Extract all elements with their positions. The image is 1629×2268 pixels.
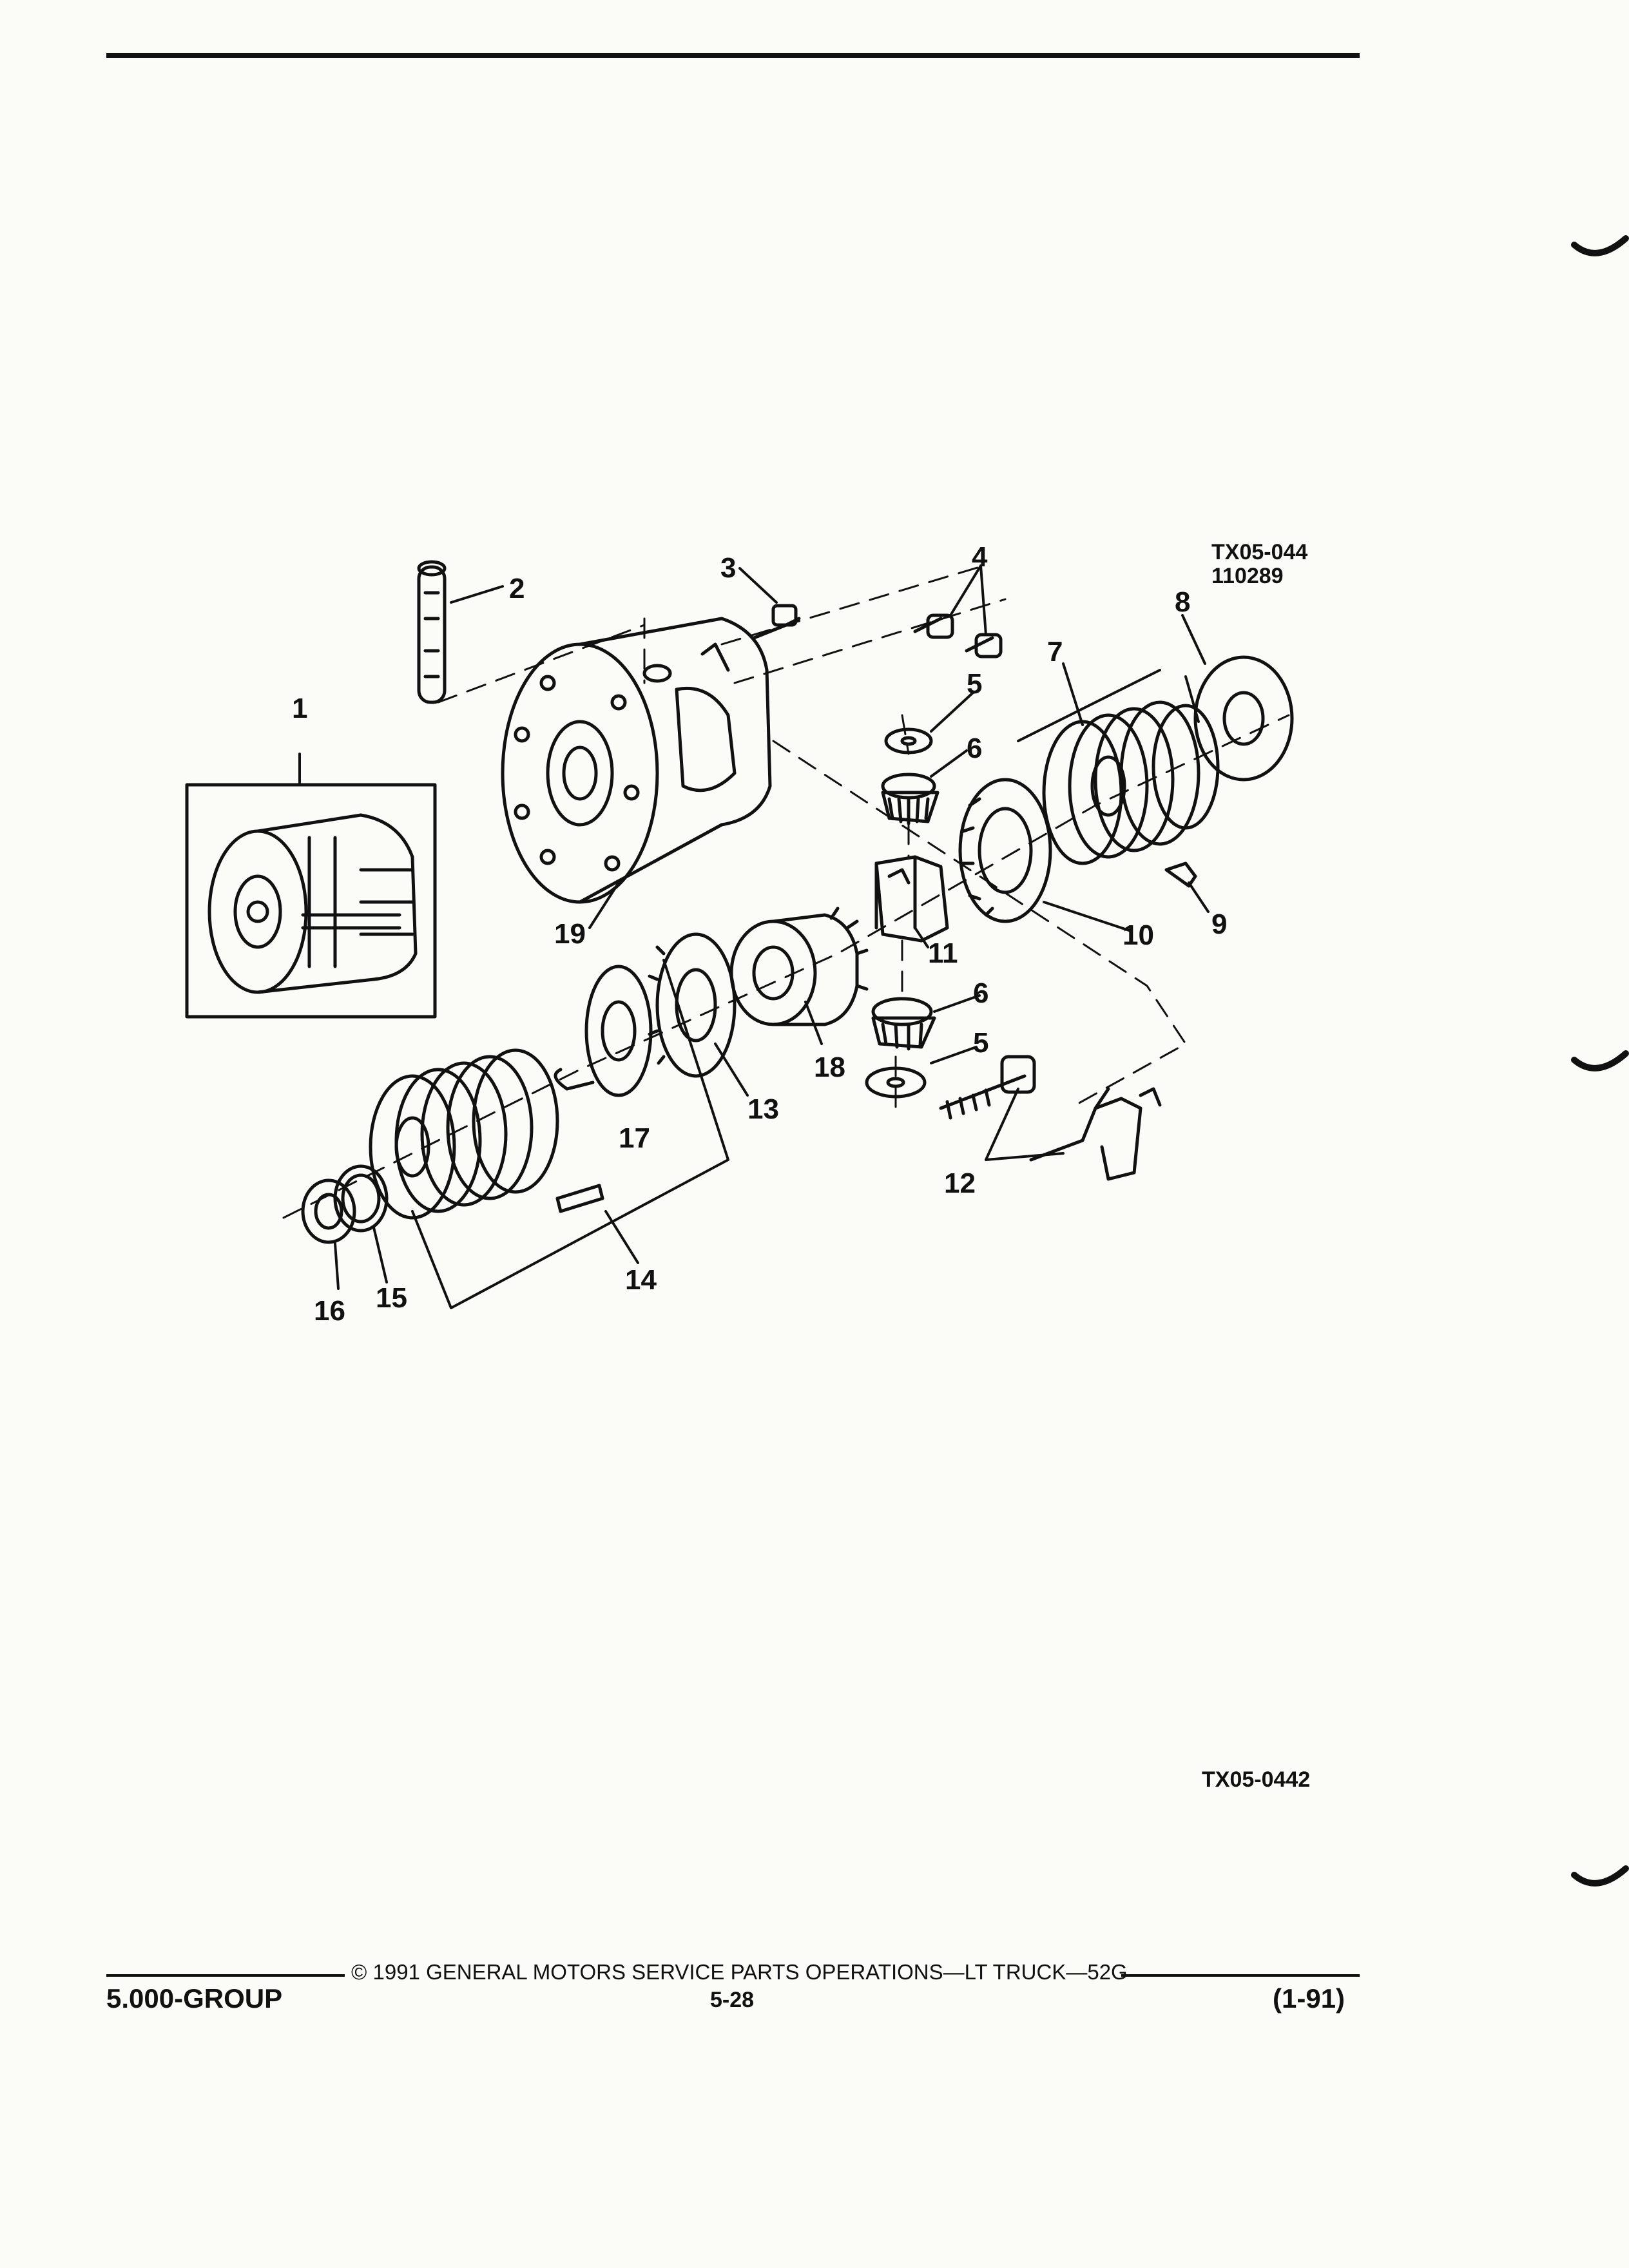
- callout-6-lower: 6: [973, 977, 989, 1009]
- pinion-shaft-bolts: [913, 613, 1003, 658]
- header-rule: [106, 53, 1360, 58]
- footer-rule-left: [106, 1974, 345, 1977]
- callout-18: 18: [814, 1052, 845, 1083]
- callout-7: 7: [1047, 636, 1063, 668]
- callout-3: 3: [720, 552, 737, 584]
- callout-5-lower: 5: [973, 1027, 989, 1059]
- cross-pin: [417, 560, 447, 704]
- callout-10: 10: [1123, 919, 1154, 951]
- callout-15: 15: [376, 1282, 407, 1314]
- figure-date-code: 110289: [1211, 564, 1284, 588]
- callout-4: 4: [972, 541, 988, 573]
- binder-hole-mark-middle: [1571, 1034, 1629, 1079]
- callout-11: 11: [928, 937, 958, 969]
- binder-hole-mark-bottom: [1571, 1849, 1629, 1894]
- retaining-ring: [333, 1164, 389, 1233]
- upper-guide-clip: [1164, 861, 1197, 888]
- leader-lines: [298, 564, 1210, 1290]
- assembly-centerlines: [282, 566, 1290, 1219]
- callout-1: 1: [292, 693, 308, 724]
- side-gear-hub: [729, 907, 869, 1026]
- differential-case: [501, 617, 772, 904]
- assembly-inset-box: [185, 783, 437, 1019]
- lower-cam-gear: [648, 932, 737, 1078]
- upper-shim-washer: [1193, 655, 1294, 782]
- figure-code-top: TX05-044: [1211, 540, 1308, 564]
- upper-pinion-gear: [881, 773, 940, 825]
- callout-2: 2: [509, 573, 525, 604]
- callout-17: 17: [619, 1122, 650, 1154]
- upper-clutch-pack: [1017, 669, 1220, 865]
- cam-plate-block: [874, 855, 949, 943]
- callout-6-upper: 6: [967, 733, 983, 764]
- callout-12: 12: [944, 1168, 976, 1199]
- callout-14: 14: [625, 1264, 657, 1296]
- callout-8: 8: [1175, 586, 1191, 618]
- upper-side-gear: [958, 778, 1052, 923]
- figure-code-bottom: TX05-0442: [1202, 1767, 1311, 1792]
- footer-rule-right: [1121, 1974, 1360, 1977]
- lower-guide-clip: [555, 1184, 604, 1213]
- lower-pinion-gear: [871, 997, 936, 1051]
- callout-9: 9: [1211, 908, 1228, 940]
- callout-5-upper: 5: [967, 668, 983, 700]
- callout-13: 13: [747, 1093, 779, 1125]
- footer-copyright: © 1991 GENERAL MOTORS SERVICE PARTS OPER…: [351, 1960, 1128, 1984]
- footer-group: 5.000-GROUP: [106, 1983, 283, 2013]
- binder-hole-mark-top: [1571, 219, 1629, 264]
- footer-edition: (1-91): [1273, 1983, 1345, 2013]
- callout-19: 19: [554, 918, 586, 950]
- lower-clutch-pack: [369, 959, 729, 1309]
- footer-page-number: 5-28: [710, 1988, 755, 2012]
- governor-assembly: [939, 1055, 1162, 1181]
- callout-16: 16: [314, 1295, 345, 1327]
